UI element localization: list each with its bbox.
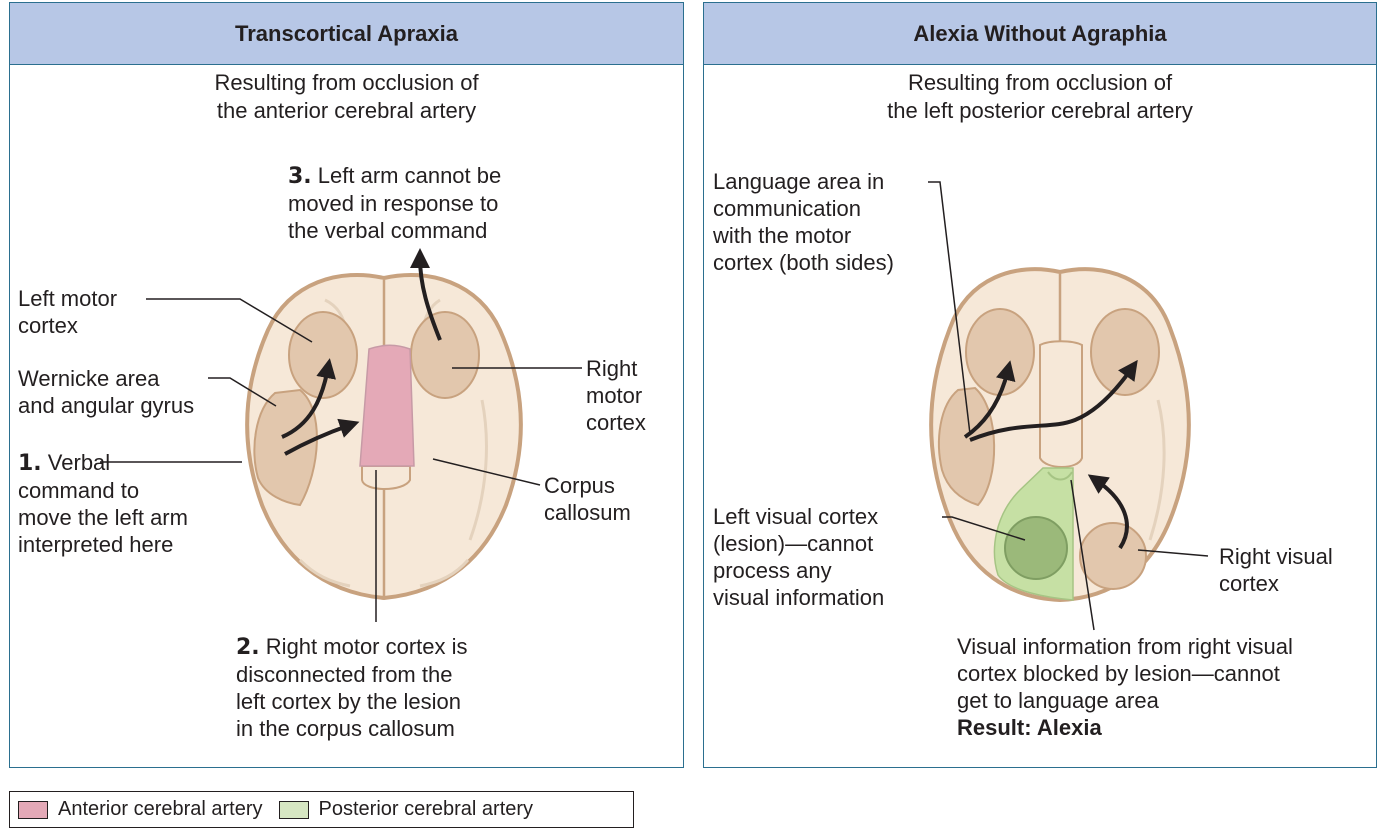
label-line: Language area in bbox=[713, 168, 894, 195]
label-line: Visual information from right visual bbox=[957, 633, 1293, 660]
corpus-callosum-lower bbox=[362, 466, 410, 489]
callosum-outline bbox=[1040, 341, 1082, 467]
label-line: cortex bbox=[586, 409, 646, 436]
step-1-line: Verbal bbox=[48, 450, 110, 475]
label-line: get to language area bbox=[957, 687, 1293, 714]
label-step-3: 3. Left arm cannot be moved in response … bbox=[288, 162, 501, 244]
step-2-line: in the corpus callosum bbox=[236, 715, 468, 742]
legend-item-posterior: Posterior cerebral artery bbox=[279, 798, 534, 821]
right-motor-cortex bbox=[1091, 309, 1159, 395]
corpus-callosum-lesion bbox=[360, 345, 414, 466]
label-line: Right visual bbox=[1219, 543, 1333, 570]
legend-swatch-posterior bbox=[279, 801, 309, 819]
legend-swatch-anterior bbox=[18, 801, 48, 819]
label-line: cortex (both sides) bbox=[713, 249, 894, 276]
label-line: callosum bbox=[544, 499, 631, 526]
result-label: Result: Alexia bbox=[957, 714, 1293, 741]
legend-label: Anterior cerebral artery bbox=[58, 798, 263, 821]
label-line: Left visual cortex bbox=[713, 503, 884, 530]
wernicke-area bbox=[254, 390, 317, 505]
step-1-line: command to bbox=[18, 477, 188, 504]
label-line: cortex bbox=[1219, 570, 1333, 597]
label-visual-information: Visual information from right visual cor… bbox=[957, 633, 1293, 741]
step-2-line: disconnected from the bbox=[236, 661, 468, 688]
step-3-line: moved in response to bbox=[288, 190, 501, 217]
label-step-2: 2. Right motor cortex is disconnected fr… bbox=[236, 633, 468, 742]
step-1-line: interpreted here bbox=[18, 531, 188, 558]
right-motor-cortex bbox=[411, 312, 479, 398]
left-motor-cortex bbox=[966, 309, 1034, 395]
label-line: visual information bbox=[713, 584, 884, 611]
step-2-line: left cortex by the lesion bbox=[236, 688, 468, 715]
label-line: motor bbox=[586, 382, 646, 409]
legend: Anterior cerebral artery Posterior cereb… bbox=[9, 791, 634, 828]
label-line: (lesion)—cannot bbox=[713, 530, 884, 557]
label-line: communication bbox=[713, 195, 894, 222]
label-line: Wernicke area bbox=[18, 365, 194, 392]
left-brain-illustration bbox=[247, 258, 521, 598]
label-corpus-callosum: Corpus callosum bbox=[544, 472, 631, 526]
label-right-visual-cortex: Right visual cortex bbox=[1219, 543, 1333, 597]
step-3-line: the verbal command bbox=[288, 217, 501, 244]
label-line: cortex blocked by lesion—cannot bbox=[957, 660, 1293, 687]
label-line: and angular gyrus bbox=[18, 392, 194, 419]
label-line: Corpus bbox=[544, 472, 631, 499]
step-2-number: 2. bbox=[236, 635, 260, 660]
step-3-line: Left arm cannot be bbox=[318, 163, 501, 188]
label-left-motor-cortex: Left motor cortex bbox=[18, 285, 117, 339]
label-line: Right bbox=[586, 355, 646, 382]
label-line: with the motor bbox=[713, 222, 894, 249]
label-step-1: 1. Verbal command to move the left arm i… bbox=[18, 449, 188, 558]
step-1-number: 1. bbox=[18, 451, 42, 476]
left-visual-cortex-lesion bbox=[1005, 517, 1067, 579]
label-line: process any bbox=[713, 557, 884, 584]
label-left-visual-cortex: Left visual cortex (lesion)—cannot proce… bbox=[713, 503, 884, 611]
legend-label: Posterior cerebral artery bbox=[319, 798, 534, 821]
label-line: Left motor bbox=[18, 285, 117, 312]
label-wernicke-area: Wernicke area and angular gyrus bbox=[18, 365, 194, 419]
right-visual-cortex bbox=[1080, 523, 1146, 589]
label-line: cortex bbox=[18, 312, 117, 339]
label-language-area: Language area in communication with the … bbox=[713, 168, 894, 276]
step-1-line: move the left arm bbox=[18, 504, 188, 531]
step-3-number: 3. bbox=[288, 164, 312, 189]
legend-item-anterior: Anterior cerebral artery bbox=[18, 798, 263, 821]
label-right-motor-cortex: Right motor cortex bbox=[586, 355, 646, 436]
step-2-line: Right motor cortex is bbox=[266, 634, 468, 659]
